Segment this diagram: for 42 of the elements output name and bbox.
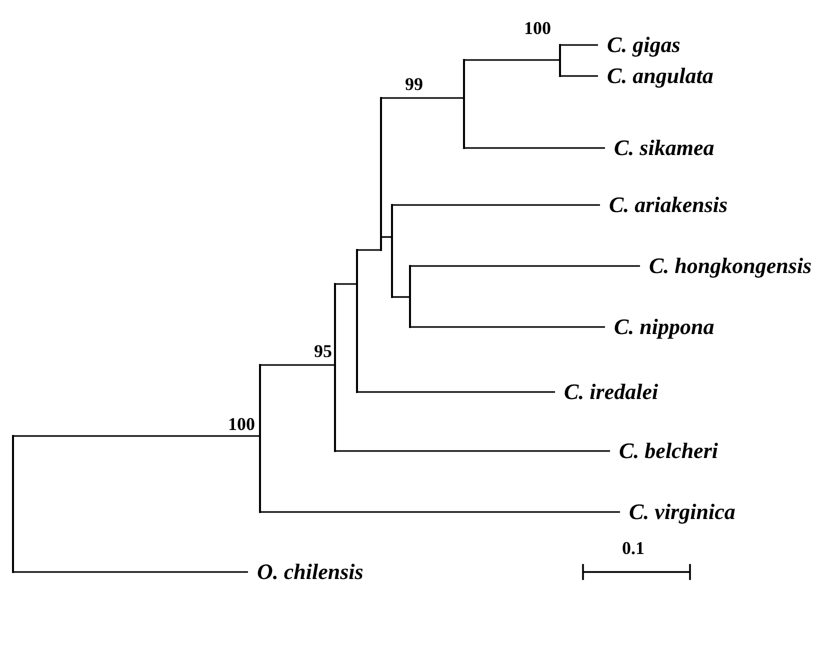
tree-node-line bbox=[259, 364, 261, 513]
bootstrap-value: 100 bbox=[524, 18, 551, 38]
tree-node-line bbox=[391, 204, 393, 298]
taxon-label: C. sikamea bbox=[605, 134, 714, 162]
tree-branch bbox=[336, 450, 610, 452]
tree-branch bbox=[261, 364, 334, 366]
taxon-label: C. gigas bbox=[598, 31, 680, 59]
tree-node-line bbox=[463, 59, 465, 149]
taxon-label: O. chilensis bbox=[248, 558, 364, 586]
tree-node-line bbox=[409, 265, 411, 328]
tree-node-line bbox=[334, 283, 336, 452]
tree-branch bbox=[261, 511, 620, 513]
tree-node-line bbox=[559, 44, 561, 77]
scale-label: 0.1 bbox=[622, 538, 644, 558]
bootstrap-value: 99 bbox=[405, 74, 423, 94]
tree-branch bbox=[393, 204, 600, 206]
tree-branch bbox=[14, 571, 248, 573]
tree-branch bbox=[336, 283, 356, 285]
tree-branch bbox=[561, 75, 598, 77]
taxon-label: C. ariakensis bbox=[600, 191, 728, 219]
tree-node-line bbox=[12, 435, 14, 573]
tree-branch bbox=[358, 391, 555, 393]
taxon-label: C. hongkongensis bbox=[640, 252, 812, 280]
tree-branch bbox=[14, 435, 259, 437]
tree-branch bbox=[382, 236, 391, 238]
taxon-label: C. belcheri bbox=[610, 437, 718, 465]
tree-branch bbox=[382, 97, 463, 99]
tree-branch bbox=[358, 249, 380, 251]
taxon-label: C. nippona bbox=[605, 313, 714, 341]
tree-branch bbox=[561, 44, 598, 46]
taxon-label: C. virginica bbox=[620, 498, 736, 526]
taxon-label: C. iredalei bbox=[555, 378, 658, 406]
tree-node-line bbox=[380, 97, 382, 251]
tree-branch bbox=[411, 265, 640, 267]
tree-node-line bbox=[356, 249, 358, 393]
tree-branch bbox=[411, 326, 605, 328]
tree-branch bbox=[465, 59, 559, 61]
bootstrap-value: 95 bbox=[314, 341, 332, 361]
taxon-label: C. angulata bbox=[598, 62, 714, 90]
bootstrap-value: 100 bbox=[228, 414, 255, 434]
tree-branch bbox=[465, 147, 605, 149]
tree-branch bbox=[393, 296, 409, 298]
